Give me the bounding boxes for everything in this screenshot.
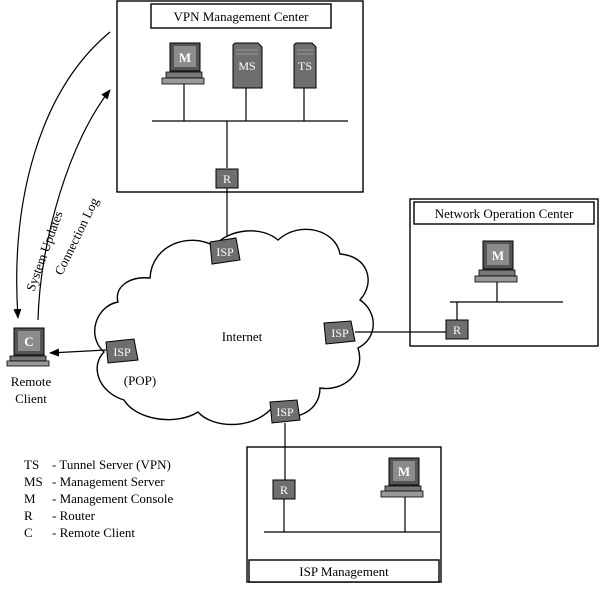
remote-client-c-label: C xyxy=(24,334,33,349)
connection-log-arrow xyxy=(37,89,111,321)
remote-client-label-line2: Client xyxy=(15,391,47,406)
ispmgmt-console-icon: M xyxy=(380,457,424,498)
isp-pop-icon: ISP xyxy=(105,338,139,364)
noc-console-icon: M xyxy=(474,240,518,283)
ms-label: MS xyxy=(238,59,255,73)
noc-m-label: M xyxy=(492,248,504,263)
ispmgmt-m-label: M xyxy=(398,464,410,479)
legend-desc-c: - Remote Client xyxy=(52,525,135,540)
internet-label: Internet xyxy=(222,329,263,344)
vpn-management-center-title: VPN Management Center xyxy=(173,9,309,24)
isp-top-label: ISP xyxy=(216,245,234,259)
system-updates-arrow xyxy=(13,31,111,319)
vpn-router-label: R xyxy=(223,172,231,186)
legend-desc-ms: - Management Server xyxy=(52,474,165,489)
pop-label: (POP) xyxy=(124,373,157,388)
legend-abbr-r: R xyxy=(24,508,33,523)
management-server-icon: MS xyxy=(232,42,263,89)
management-console-icon: M xyxy=(161,42,205,85)
isp-right-label: ISP xyxy=(331,326,349,340)
isp-top-icon: ISP xyxy=(209,237,241,265)
isp-bottom-icon: ISP xyxy=(269,399,301,424)
isp-right-icon: ISP xyxy=(323,320,356,345)
legend-abbr-m: M xyxy=(24,491,36,506)
legend-abbr-c: C xyxy=(24,525,33,540)
pop-to-client-arrow xyxy=(49,348,107,357)
legend: TS - Tunnel Server (VPN) MS - Management… xyxy=(24,457,174,540)
isp-management-title: ISP Management xyxy=(299,564,389,579)
system-updates-label: System Updates xyxy=(23,209,66,293)
noc-router-label: R xyxy=(453,323,461,337)
ispmgmt-router-icon: R xyxy=(272,479,296,500)
legend-desc-ts: - Tunnel Server (VPN) xyxy=(52,457,171,472)
isp-pop-label: ISP xyxy=(113,345,131,359)
legend-abbr-ts: TS xyxy=(24,457,39,472)
remote-client-icon: C xyxy=(6,327,50,367)
ts-label: TS xyxy=(298,59,312,73)
legend-desc-m: - Management Console xyxy=(52,491,174,506)
vpn-management-center-title-box xyxy=(150,3,332,29)
connection-log-label: Connection Log xyxy=(51,195,102,278)
noc-title-box xyxy=(413,201,595,225)
legend-desc-r: - Router xyxy=(52,508,96,523)
noc-router-icon: R xyxy=(445,319,469,340)
ispmgmt-router-label: R xyxy=(280,483,288,497)
internet-cloud xyxy=(94,228,374,426)
isp-management-title-box xyxy=(248,559,440,583)
vpn-m-label: M xyxy=(179,50,191,65)
tunnel-server-icon: TS xyxy=(293,42,317,89)
isp-bottom-label: ISP xyxy=(276,405,294,419)
noc-title: Network Operation Center xyxy=(435,206,574,221)
legend-abbr-ms: MS xyxy=(24,474,43,489)
remote-client-label-line1: Remote xyxy=(11,374,52,389)
vpn-management-center-box xyxy=(116,0,364,193)
vpn-router-icon: R xyxy=(215,168,239,189)
